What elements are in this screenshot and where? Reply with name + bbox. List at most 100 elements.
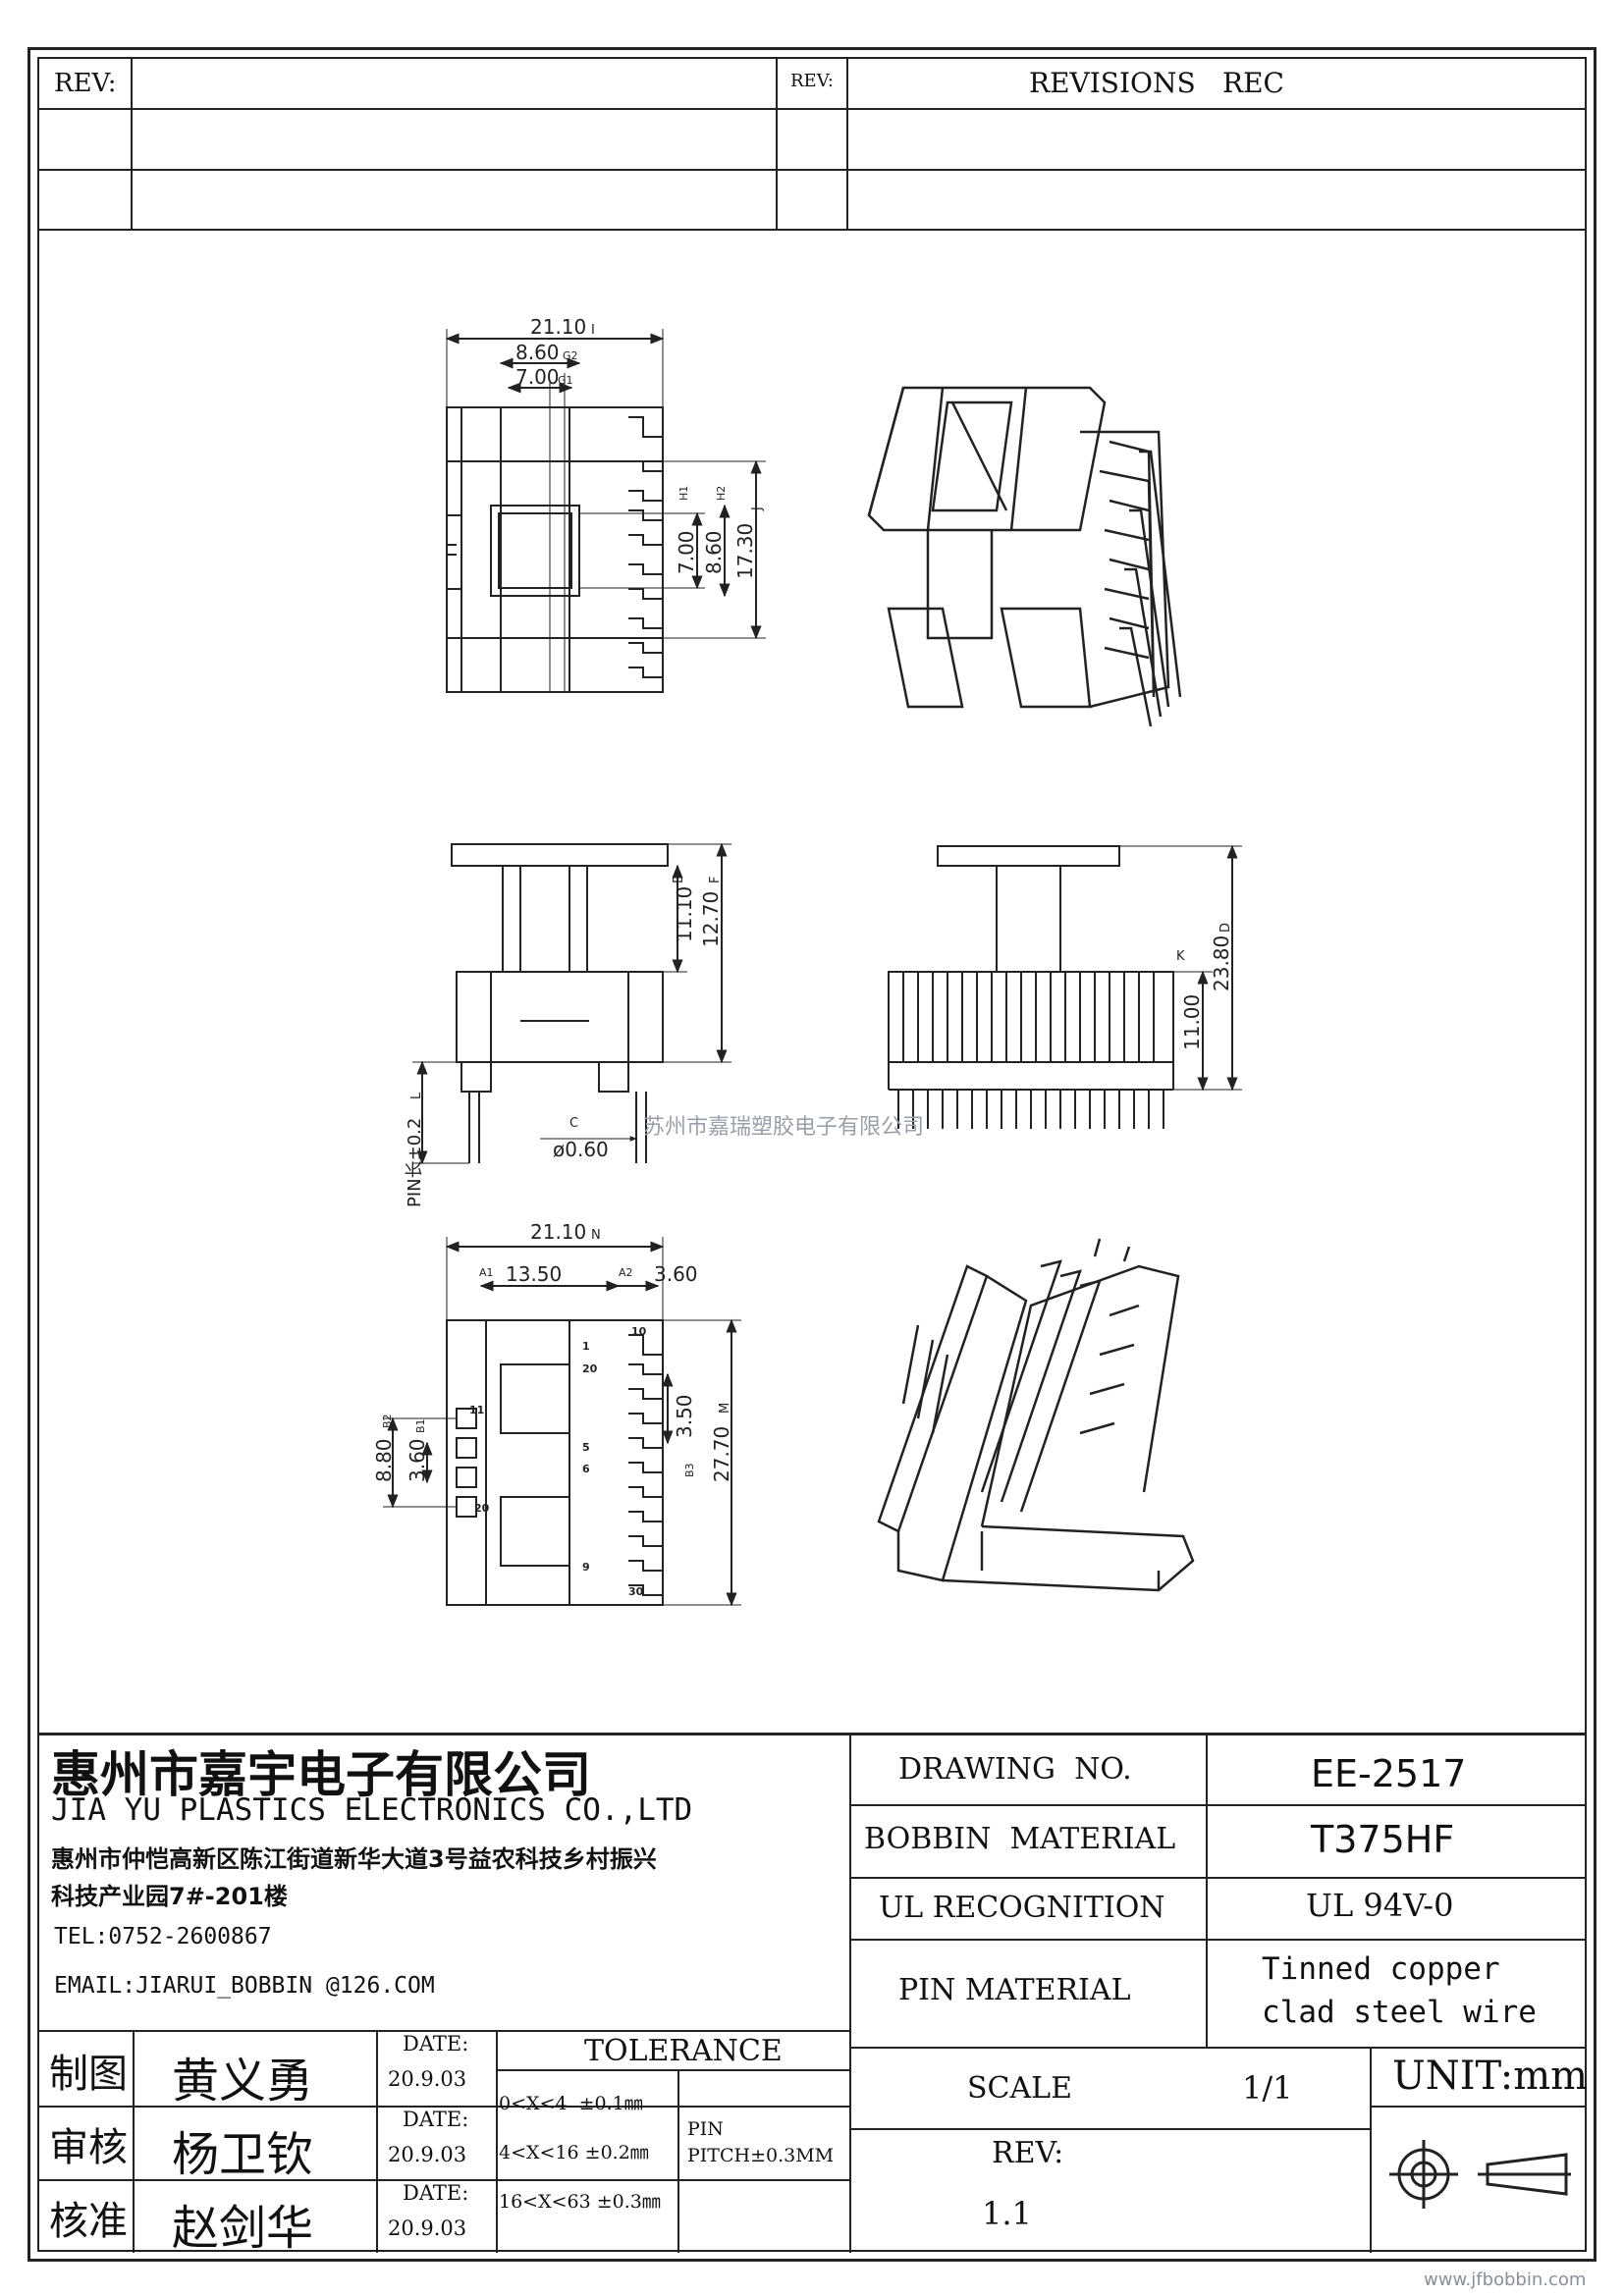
top-view	[445, 329, 766, 693]
dim-g2: 8.60	[515, 341, 560, 364]
sign-date: 20.9.03	[388, 2216, 467, 2240]
tag-h2: H2	[715, 486, 728, 501]
pin-label: 9	[582, 1561, 590, 1574]
company-address-line2: 科技产业园7#-201楼	[51, 1883, 288, 1910]
sign-date: 20.9.03	[388, 2067, 467, 2091]
tag-j: J	[750, 507, 765, 511]
drawing-border	[37, 57, 1587, 2252]
dim-b1: 3.60	[406, 1438, 429, 1482]
ul-recognition-value: UL 94V-0	[1306, 1887, 1454, 1924]
tag-e: E	[672, 876, 686, 883]
company-tel: TEL:0752-2600867	[54, 1924, 272, 1949]
pin-label: 1	[582, 1340, 590, 1353]
sign-name: 杨卫钦	[172, 2127, 314, 2182]
tag-top-width: I	[591, 323, 595, 338]
unit-label: UNIT:mm	[1392, 2054, 1589, 2099]
tag-b1: B1	[414, 1418, 427, 1433]
drawing-frame	[27, 47, 1597, 2262]
company-email: EMAIL:JIARUI_BOBBIN @126.COM	[54, 1973, 435, 1999]
dim-f: 12.70	[699, 891, 723, 947]
watermark-text: 苏州市嘉瑞塑胶电子有限公司	[643, 1115, 924, 1140]
pin-label: 11	[469, 1404, 484, 1416]
bobbin-material-label: BOBBIN MATERIAL	[864, 1822, 1176, 1856]
tag-a2: A2	[619, 1266, 633, 1279]
pin-label: 20	[582, 1362, 598, 1375]
scale-label: SCALE	[967, 2071, 1072, 2106]
tag-b3: B3	[683, 1463, 696, 1477]
tag-b2: B2	[381, 1414, 394, 1428]
tag-g2: G2	[563, 349, 578, 362]
rec-label: REC	[1222, 67, 1284, 99]
dim-top-width: 21.10	[530, 315, 586, 339]
company-name-cn: 惠州市嘉宇电子有限公司	[51, 1746, 591, 1803]
tag-l: L	[409, 1092, 424, 1099]
rev-label-right: REV:	[790, 71, 834, 91]
sign-name: 赵剑华	[172, 2201, 314, 2256]
sign-role: 审核	[49, 2125, 128, 2170]
bottom-view	[383, 1237, 741, 1607]
sign-date-label: DATE:	[403, 2108, 469, 2131]
tag-k: K	[1176, 949, 1185, 964]
isometric-view-bottom	[877, 1238, 1195, 1592]
dim-h1: 7.00	[675, 530, 698, 574]
pin-material-line2: clad steel wire	[1262, 1995, 1537, 2030]
dim-b2: 8.80	[372, 1438, 396, 1482]
front-view	[412, 842, 731, 1165]
company-name-en: JIA YU PLASTICS ELECTRONICS CO.,LTD	[51, 1792, 693, 1828]
dim-b3: 3.50	[673, 1394, 696, 1438]
drawing-no-value: EE-2517	[1311, 1752, 1467, 1795]
tolerance-line2: 4<X<16 ±0.2㎜	[499, 2142, 649, 2163]
pin-tolerance-line2: PITCH±0.3MM	[687, 2145, 835, 2166]
tag-c: C	[569, 1116, 578, 1131]
dim-d: 23.80	[1210, 935, 1233, 991]
tag-h1: H1	[677, 486, 690, 501]
pin-label: 20	[474, 1502, 490, 1515]
tolerance-line3: 16<X<63 ±0.3㎜	[499, 2191, 661, 2213]
rev-value: 1.1	[982, 2195, 1032, 2232]
pin-label: 10	[631, 1325, 647, 1338]
sign-role: 制图	[49, 2052, 128, 2097]
tag-m: M	[718, 1403, 732, 1414]
dim-g1: 7.00	[515, 365, 560, 389]
sign-date: 20.9.03	[388, 2143, 467, 2166]
tag-f: F	[708, 877, 723, 883]
rev-label-left: REV:	[54, 69, 117, 98]
tolerance-label: TOLERANCE	[584, 2034, 783, 2068]
pin-label: 5	[582, 1441, 590, 1454]
tag-d: D	[1218, 923, 1233, 933]
dim-pin-length: PIN长±0.2	[405, 1118, 425, 1207]
tag-a1: A1	[479, 1266, 494, 1279]
ul-recognition-label: UL RECOGNITION	[879, 1891, 1165, 1925]
dim-a1: 13.50	[506, 1262, 562, 1286]
company-address-line1: 惠州市仲恺高新区陈江街道新华大道3号益农科技乡村振兴	[51, 1845, 657, 1873]
pin-label: 6	[582, 1463, 590, 1475]
pin-label: 30	[628, 1585, 644, 1598]
pin-tolerance-line1: PIN	[687, 2118, 724, 2140]
rev-label: REV:	[992, 2136, 1064, 2170]
tag-n: N	[591, 1228, 601, 1243]
drawing-no-label: DRAWING NO.	[898, 1752, 1132, 1787]
pin-material-label: PIN MATERIAL	[898, 1973, 1131, 2007]
side-view	[888, 844, 1242, 1129]
revisions-label: REVISIONS	[1029, 67, 1196, 99]
dim-m: 27.70	[710, 1426, 733, 1482]
dim-e: 11.10	[673, 886, 696, 942]
tag-g1: G1	[558, 374, 573, 387]
dim-bottom-width: 21.10	[530, 1220, 586, 1244]
sign-date-label: DATE:	[403, 2032, 469, 2056]
sign-name: 黄义勇	[172, 2054, 314, 2109]
footer-watermark: www.jfbobbin.com	[1424, 2269, 1587, 2290]
dim-k: 11.00	[1180, 994, 1204, 1050]
dim-pin-diameter: ø0.60	[553, 1138, 609, 1161]
dim-j: 17.30	[733, 523, 757, 579]
dim-h2: 8.60	[702, 530, 726, 574]
isometric-view-top	[867, 386, 1182, 727]
scale-value: 1/1	[1242, 2069, 1293, 2107]
dim-a2: 3.60	[654, 1262, 698, 1286]
sign-date-label: DATE:	[403, 2181, 469, 2205]
bobbin-material-value: T375HF	[1311, 1818, 1455, 1861]
sign-role: 核准	[49, 2199, 128, 2244]
tolerance-line1: 0<X<4 ±0.1㎜	[499, 2093, 643, 2114]
pin-material-line1: Tinned copper	[1262, 1951, 1500, 1987]
